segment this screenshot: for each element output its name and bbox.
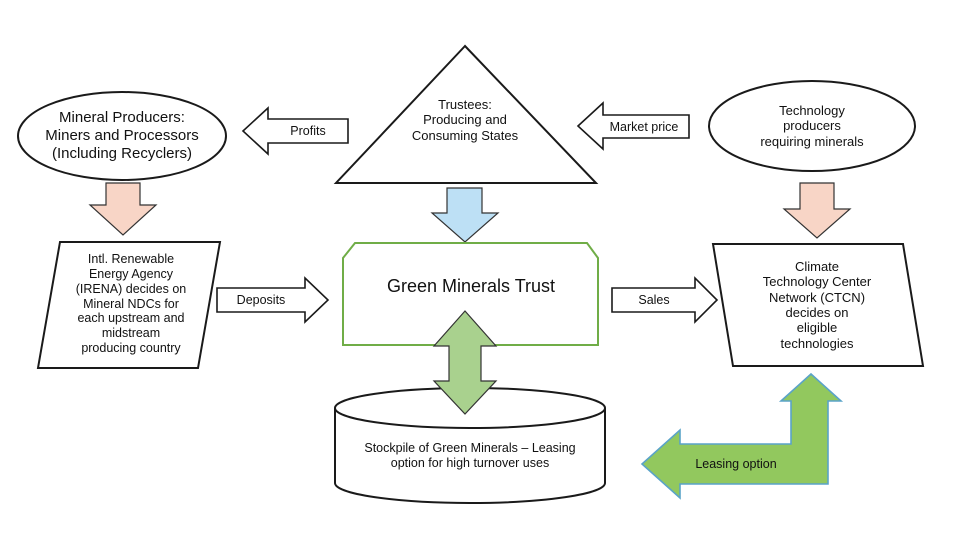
irena-parallelogram: [36, 241, 222, 369]
ctcn-parallelogram: [711, 243, 925, 367]
sales-arrow: [611, 276, 719, 324]
trustees-label: Trustees: Producing and Consuming States: [411, 97, 519, 143]
trust-stockpile-double-arrow: [432, 310, 498, 415]
producers-down-arrow: [88, 182, 158, 236]
profits-label: Profits: [290, 123, 326, 138]
tech-down-arrow: [782, 182, 852, 239]
mineral-producers-label: Mineral Producers: Miners and Processors…: [45, 109, 199, 162]
market-price-arrow: [576, 101, 690, 151]
deposits-arrow: [216, 276, 330, 324]
market-price-label: Market price: [609, 119, 679, 134]
technology-producers-label: Technology producers requiring minerals: [760, 103, 864, 149]
mineral-producers-ellipse: [17, 91, 227, 181]
sales-label: Sales: [638, 292, 670, 307]
irena-label: Intl. Renewable Energy Agency (IRENA) de…: [75, 252, 187, 355]
ctcn-label: Climate Technology Center Network (CTCN)…: [762, 259, 872, 351]
stockpile-label: Stockpile of Green Minerals – Leasing op…: [364, 441, 576, 470]
trustees-triangle: [333, 44, 599, 184]
leasing-option-label: Leasing option: [695, 456, 777, 471]
technology-producers-ellipse: [708, 80, 916, 172]
stockpile-cylinder: [334, 408, 606, 504]
green-minerals-trust-label: Green Minerals Trust: [386, 276, 556, 297]
profits-arrow: [241, 106, 349, 156]
leasing-option-arrow: [640, 372, 844, 500]
green-minerals-trust-box: [342, 242, 599, 346]
deposits-label: Deposits: [236, 292, 286, 307]
trustees-down-arrow: [430, 187, 500, 243]
